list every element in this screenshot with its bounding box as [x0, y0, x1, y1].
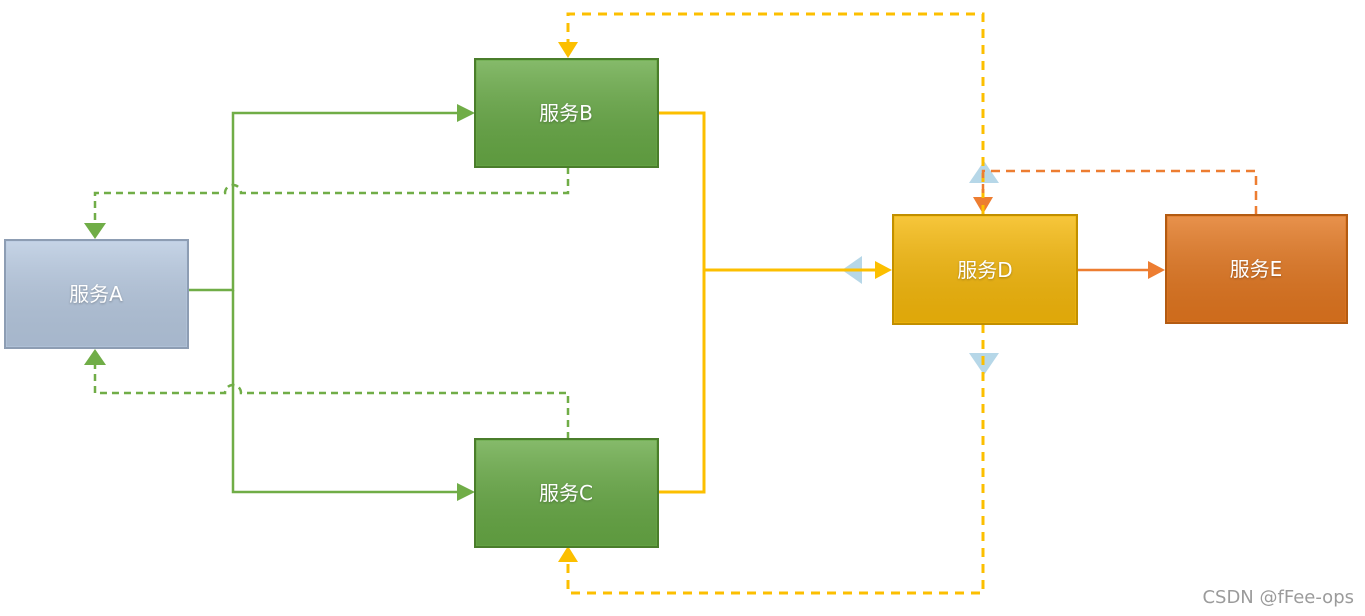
edge-d-to-c — [566, 324, 985, 595]
edge-b-to-a — [93, 167, 570, 224]
edge-d-to-c-arrowhead — [558, 546, 578, 562]
nodes: 服务A 服务B 服务C 服务D 服务E — [4, 58, 1348, 548]
edge-d-to-b-arrowhead — [558, 42, 578, 58]
edge-c-to-a — [93, 364, 570, 439]
node-service-c-label: 服务C — [539, 481, 593, 505]
node-service-a-sheen — [6, 241, 187, 347]
node-service-b-border — [474, 58, 659, 168]
node-service-a-label: 服务A — [69, 282, 123, 306]
node-service-b-label: 服务B — [539, 101, 593, 125]
node-service-e-border — [1165, 214, 1348, 324]
edge-b-c-to-d-arrowhead — [875, 261, 892, 279]
edge-b-c-to-d — [658, 111, 877, 494]
arrowheads — [84, 42, 1165, 562]
edge-a-to-b — [188, 111, 458, 292]
node-service-a: 服务A — [4, 239, 189, 349]
node-service-c-sheen — [476, 440, 657, 546]
edges — [93, 12, 1258, 595]
node-service-c-border — [474, 438, 659, 548]
edge-a-to-b-arrowhead — [457, 104, 475, 122]
node-service-e-label: 服务E — [1230, 257, 1283, 281]
node-service-c: 服务C — [474, 438, 659, 548]
node-service-e: 服务E — [1165, 214, 1348, 324]
edge-d-to-e-arrowhead — [1148, 261, 1165, 279]
edge-b-to-a-arrowhead — [84, 223, 106, 239]
node-service-e-sheen — [1167, 216, 1346, 322]
node-service-b: 服务B — [474, 58, 659, 168]
edge-a-to-c — [231, 290, 458, 494]
node-service-d-sheen — [894, 216, 1076, 323]
edge-e-to-d — [981, 169, 1258, 215]
watermark: CSDN @fFee-ops — [1202, 587, 1354, 608]
node-service-d-label: 服务D — [957, 258, 1012, 282]
node-service-d-border — [892, 214, 1078, 325]
edge-d-to-b — [566, 12, 985, 214]
node-service-a-border — [4, 239, 189, 349]
node-service-b-sheen — [476, 60, 657, 166]
edge-c-to-a-arrowhead — [84, 349, 106, 365]
edge-a-to-c-arrowhead — [457, 483, 475, 501]
node-service-d: 服务D — [892, 214, 1078, 325]
